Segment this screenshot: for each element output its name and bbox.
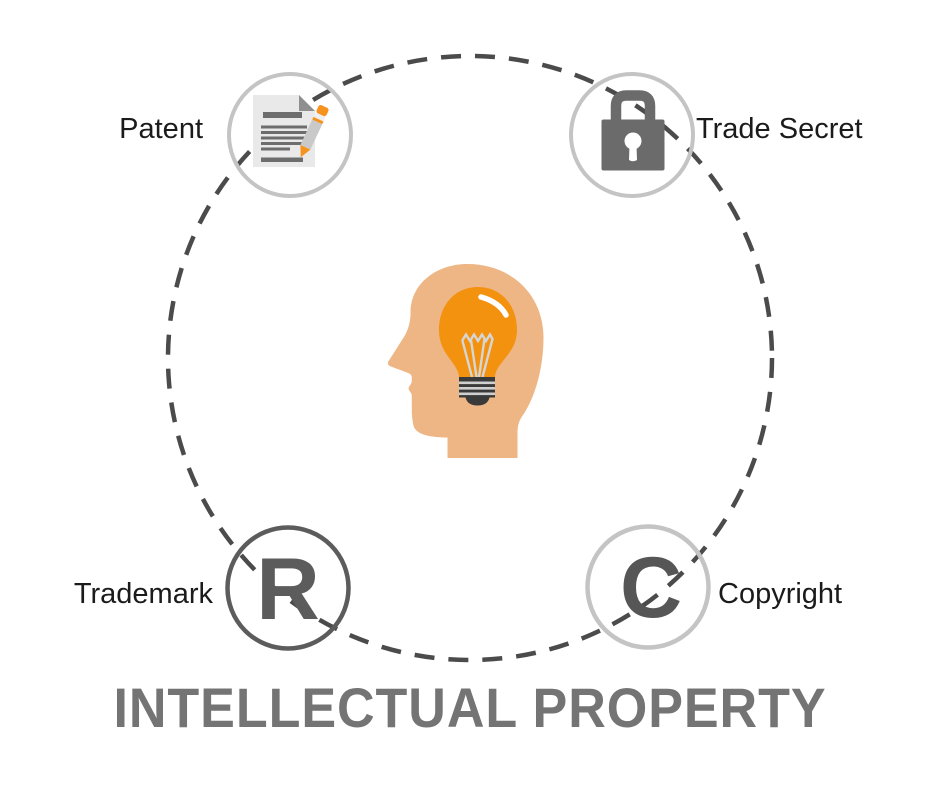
bulb-base-lines [459, 381, 495, 396]
keyhole-stem [629, 145, 637, 162]
copyright-c-icon: C [585, 524, 711, 650]
document-fold [299, 95, 315, 111]
head-lightbulb-icon [387, 264, 544, 458]
bulb-highlight [478, 294, 509, 318]
pencil [300, 105, 329, 158]
lock-icon [569, 72, 695, 198]
copyright-label: Copyright [718, 578, 843, 610]
page-title: INTELLECTUAL PROPERTY [113, 676, 827, 739]
copyright-letter: C [620, 540, 682, 636]
document-pencil-icon [227, 72, 353, 198]
trademark-ring [225, 525, 351, 651]
dashed-circle [165, 53, 775, 663]
patent-ring [227, 72, 353, 198]
trade-secret-label: Trade Secret [696, 113, 863, 145]
trademark-label: Trademark [73, 578, 213, 610]
bulb-base-tip [465, 397, 490, 406]
bulb-filament [460, 332, 495, 378]
trademark-letter: R [256, 539, 320, 638]
keyhole-circle [624, 132, 642, 150]
bulb-globe [439, 287, 517, 378]
copyright-ring [585, 524, 711, 650]
lock-shackle [610, 90, 656, 123]
patent-label: Patent [119, 113, 203, 145]
document-text-lines [261, 112, 307, 162]
registered-r-icon: R [225, 525, 351, 651]
trade-secret-ring [569, 72, 695, 198]
